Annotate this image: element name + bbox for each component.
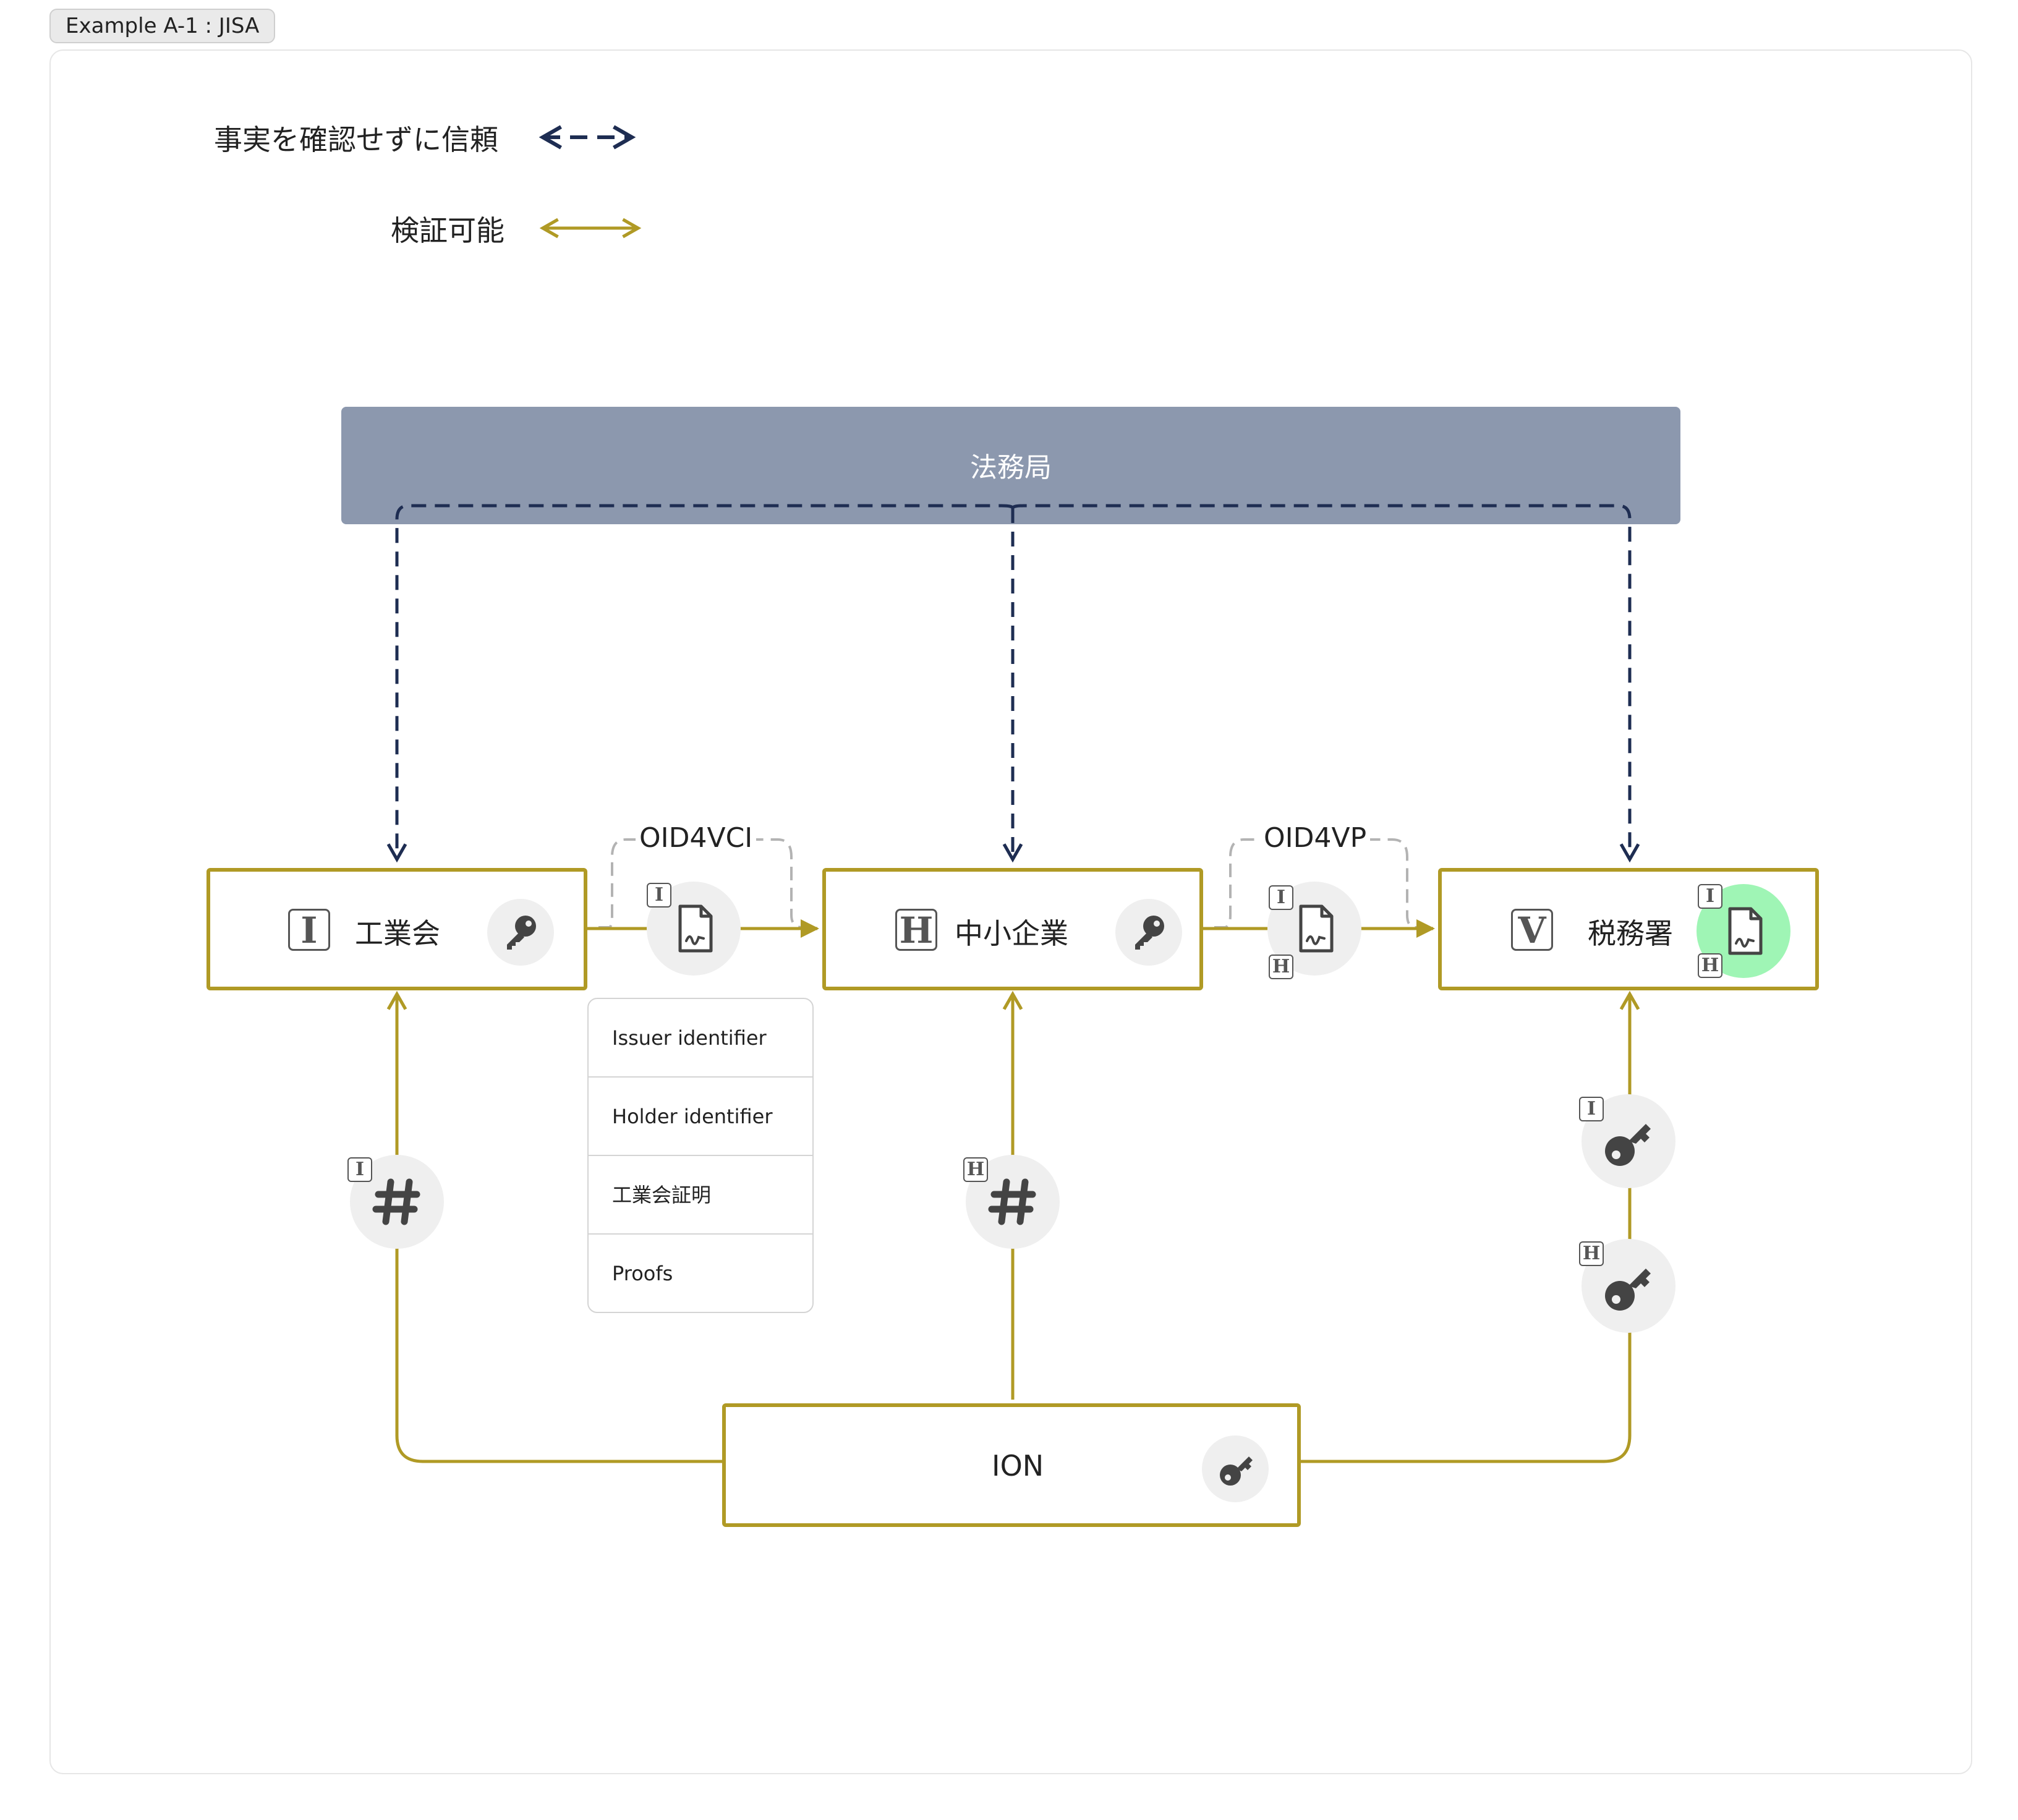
trust-line-verifier xyxy=(1011,504,1640,863)
issuer-role-badge: I xyxy=(288,909,330,951)
verifier-credential-holder-badge: H xyxy=(1698,953,1722,978)
issued-credential xyxy=(647,882,741,976)
oid4vci-bracket xyxy=(598,838,810,929)
verifier-credential-issuer-badge: I xyxy=(1698,884,1722,909)
legend-unverified-label: 事実を確認せずに信頼 xyxy=(214,123,498,156)
verifier-box[interactable]: V 税務署 I H xyxy=(1438,868,1819,990)
issuer-key xyxy=(487,899,554,966)
legend-verifiable-label: 検証可能 xyxy=(391,214,504,247)
ion-box[interactable]: ION xyxy=(722,1403,1301,1527)
holder-key xyxy=(1115,899,1182,966)
key-icon xyxy=(507,916,536,950)
holder-name: 中小企業 xyxy=(955,917,1068,950)
hash-icon xyxy=(372,1178,420,1225)
issued-credential-issuer-badge: I xyxy=(647,883,671,908)
authority-bar: 法務局 xyxy=(341,407,1680,524)
issuer-box[interactable]: I 工業会 xyxy=(206,868,587,990)
presented-credential-holder-badge: H xyxy=(1269,955,1293,979)
diagram-panel xyxy=(49,49,1972,1774)
credential-fields-list: Issuer identifier Holder identifier 工業会証… xyxy=(587,998,814,1313)
holder-did xyxy=(966,1155,1060,1249)
authority-label: 法務局 xyxy=(970,452,1052,483)
trust-line-issuer xyxy=(386,504,1015,863)
ion-key xyxy=(1202,1435,1269,1502)
credential-field: 工業会証明 xyxy=(589,1156,812,1235)
ion-to-verifier-line xyxy=(1301,990,1640,1463)
credential-field: Holder identifier xyxy=(589,1078,812,1156)
verifier-name: 税務署 xyxy=(1588,917,1673,950)
key-icon xyxy=(1220,1456,1253,1486)
ion-name: ION xyxy=(992,1449,1044,1482)
resolved-issuer-key-badge: I xyxy=(1579,1097,1604,1121)
holder-box[interactable]: H 中小企業 xyxy=(822,868,1203,990)
presented-credential-issuer-badge: I xyxy=(1269,885,1293,910)
signed-document-icon xyxy=(678,904,713,953)
signed-document-icon xyxy=(1728,907,1763,955)
example-tag: Example A-1 : JISA xyxy=(49,9,276,43)
oid4vp-bracket xyxy=(1214,838,1432,929)
credential-field: Issuer identifier xyxy=(589,999,812,1078)
issuer-did-badge: I xyxy=(347,1157,372,1182)
verifier-role-badge: V xyxy=(1511,909,1553,951)
holder-did-badge: H xyxy=(963,1157,988,1182)
signed-document-icon xyxy=(1299,904,1334,953)
key-icon xyxy=(1135,916,1164,950)
hash-icon xyxy=(988,1178,1036,1225)
oid4vp-label: OID4VP xyxy=(1260,822,1371,854)
oid4vci-label: OID4VCI xyxy=(636,822,757,854)
issuer-name: 工業会 xyxy=(355,917,440,950)
holder-role-badge: H xyxy=(895,909,937,951)
resolved-holder-key-badge: H xyxy=(1579,1241,1604,1266)
ion-to-issuer-line xyxy=(386,990,722,1463)
credential-field: Proofs xyxy=(612,1262,673,1285)
key-icon xyxy=(1605,1269,1651,1311)
key-icon xyxy=(1605,1124,1651,1166)
